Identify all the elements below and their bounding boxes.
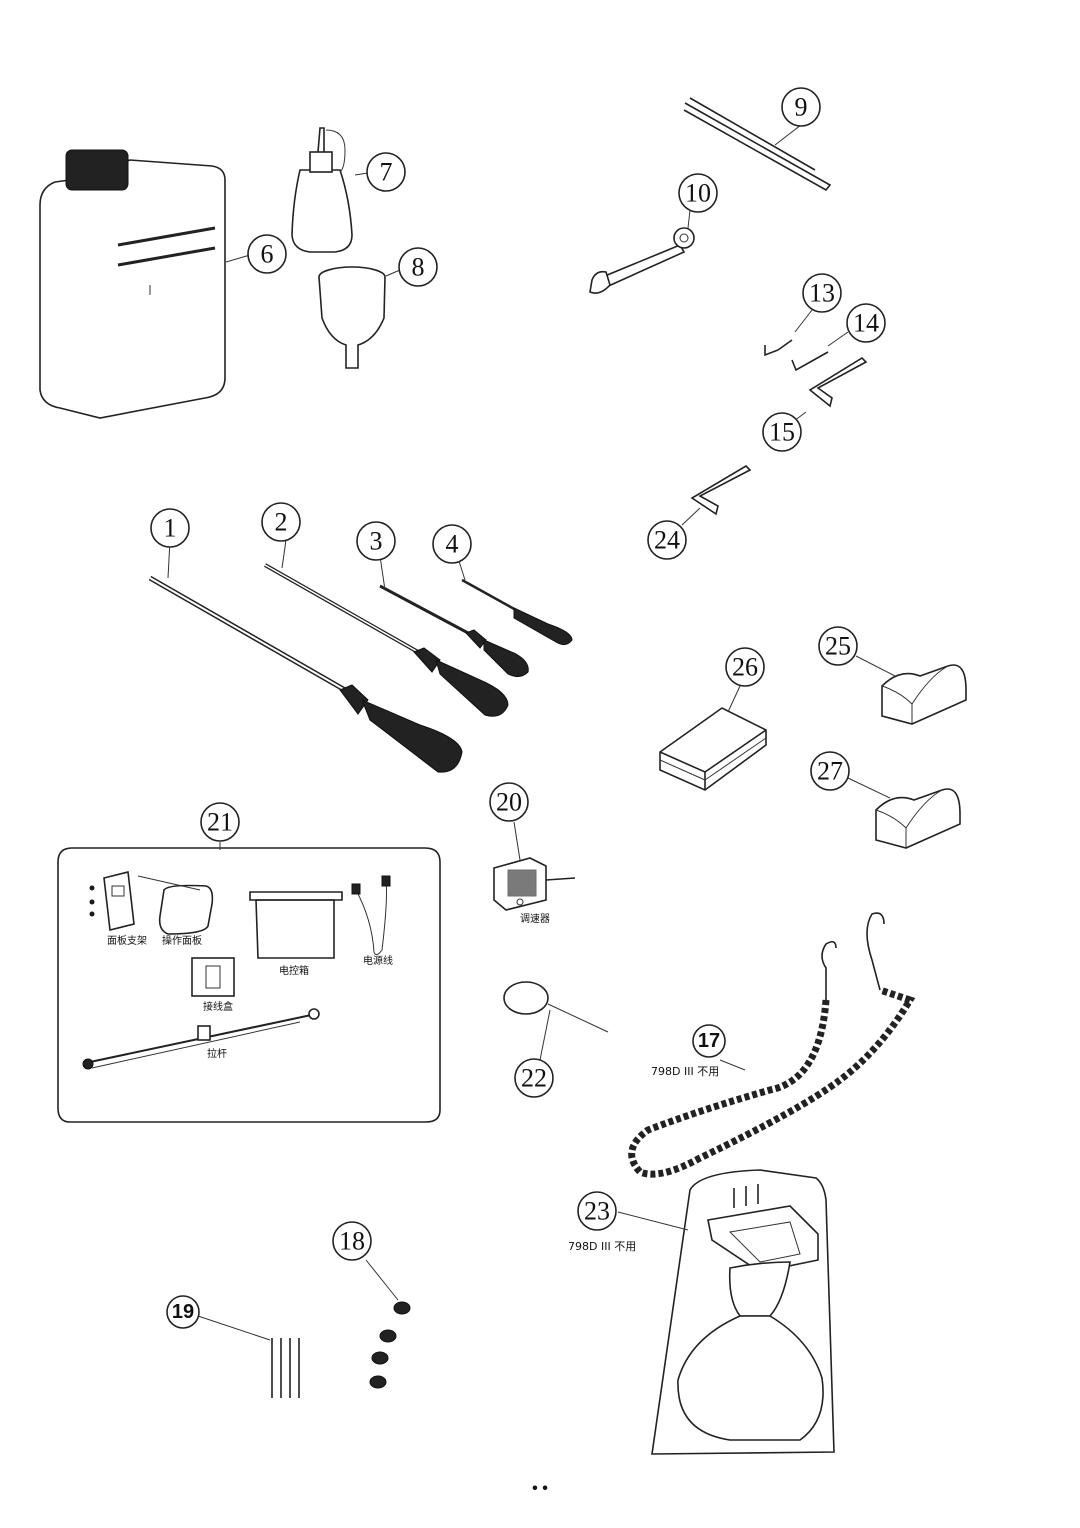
label-control-box: 电控箱 xyxy=(279,964,309,977)
svg-text:23: 23 xyxy=(584,1197,610,1226)
part-14-hex-key xyxy=(791,351,829,372)
svg-text:4: 4 xyxy=(446,530,459,559)
part-18-nuts xyxy=(365,1259,411,1389)
svg-text:26: 26 xyxy=(732,653,758,682)
callout-20: 20 xyxy=(489,782,529,822)
part-10-wrench xyxy=(589,209,695,294)
callout-27: 27 xyxy=(810,751,850,791)
callout-10: 10 xyxy=(678,173,718,213)
callout-22: 22 xyxy=(514,1058,554,1098)
part-3-screwdriver xyxy=(379,555,529,678)
callout-4: 4 xyxy=(432,524,472,564)
part-19-needles xyxy=(197,1315,300,1398)
svg-text:15: 15 xyxy=(769,418,795,447)
callout-13: 13 xyxy=(802,273,842,313)
callout-19: 19 xyxy=(166,1295,200,1329)
part-26-box xyxy=(659,685,767,791)
svg-text:10: 10 xyxy=(685,179,711,208)
callout-24: 24 xyxy=(647,520,687,560)
part-1-screwdriver xyxy=(148,539,463,773)
callouts: 1 2 3 4 6 7 8 9 10 13 14 15 24 26 25 27 … xyxy=(150,87,886,1329)
svg-text:22: 22 xyxy=(521,1064,547,1093)
svg-text:18: 18 xyxy=(339,1227,365,1256)
svg-text:19: 19 xyxy=(172,1301,194,1323)
part-20-speed-governor xyxy=(493,821,576,911)
part-24-hex-key xyxy=(690,464,752,516)
part-23-oil-bag xyxy=(617,1169,835,1455)
part-15-hex-key xyxy=(808,356,868,408)
callout-21: 21 xyxy=(200,802,240,842)
svg-text:21: 21 xyxy=(207,808,233,837)
part-25-cover xyxy=(855,655,967,725)
callout-1: 1 xyxy=(150,508,190,548)
part-21-electrical-kit xyxy=(57,842,441,1123)
note-part-23: 798D III 不用 xyxy=(568,1240,636,1253)
svg-text:20: 20 xyxy=(496,788,522,817)
part-2-screwdriver xyxy=(264,539,509,717)
label-junction-box: 接线盒 xyxy=(203,1000,233,1013)
callout-2: 2 xyxy=(261,502,301,542)
svg-text:24: 24 xyxy=(654,526,680,555)
callout-15: 15 xyxy=(762,412,802,452)
callout-3: 3 xyxy=(356,521,396,561)
svg-text:7: 7 xyxy=(380,158,393,187)
label-operation-panel: 操作面板 xyxy=(162,934,202,947)
label-power-cord: 电源线 xyxy=(363,954,393,967)
part-8-funnel xyxy=(318,266,401,369)
label-panel-bracket: 面板支架 xyxy=(107,934,147,947)
svg-text:27: 27 xyxy=(817,757,843,786)
note-part-17: 798D III 不用 xyxy=(651,1065,719,1078)
part-4-screwdriver xyxy=(457,557,573,646)
callout-6: 6 xyxy=(247,234,287,274)
svg-text:25: 25 xyxy=(825,632,851,661)
container-cap xyxy=(65,149,129,191)
svg-text:13: 13 xyxy=(809,279,835,308)
label-pull-rod: 拉杆 xyxy=(207,1047,227,1060)
part-13-hex-key xyxy=(764,345,779,357)
part-17-chain xyxy=(628,912,916,1178)
part-6-container xyxy=(39,149,251,419)
svg-text:14: 14 xyxy=(853,309,879,338)
callout-17: 17 xyxy=(692,1024,726,1058)
callout-25: 25 xyxy=(818,626,858,666)
part-7-oiler xyxy=(291,127,369,253)
callout-7: 7 xyxy=(366,152,406,192)
hex-keys xyxy=(681,309,868,526)
svg-text:6: 6 xyxy=(261,240,274,269)
callout-26: 26 xyxy=(725,647,765,687)
callout-18: 18 xyxy=(332,1221,372,1261)
part-labels: 面板支架 操作面板 电控箱 电源线 接线盒 拉杆 调速器 798D III 不用… xyxy=(107,913,719,1497)
part-22-threader xyxy=(503,981,609,1061)
callout-8: 8 xyxy=(398,247,438,287)
callout-23: 23 xyxy=(577,1191,617,1231)
callout-14: 14 xyxy=(846,303,886,343)
svg-text:1: 1 xyxy=(164,514,177,543)
label-speed-governor: 调速器 xyxy=(520,913,550,925)
page-footer-dots: • • xyxy=(532,1480,548,1497)
screwdrivers xyxy=(148,539,573,773)
svg-text:3: 3 xyxy=(370,527,383,556)
callout-9: 9 xyxy=(781,87,821,127)
svg-text:2: 2 xyxy=(275,508,288,537)
svg-text:8: 8 xyxy=(412,253,425,282)
part-27-cover xyxy=(847,777,961,849)
svg-text:17: 17 xyxy=(698,1030,720,1052)
svg-text:9: 9 xyxy=(795,93,808,122)
